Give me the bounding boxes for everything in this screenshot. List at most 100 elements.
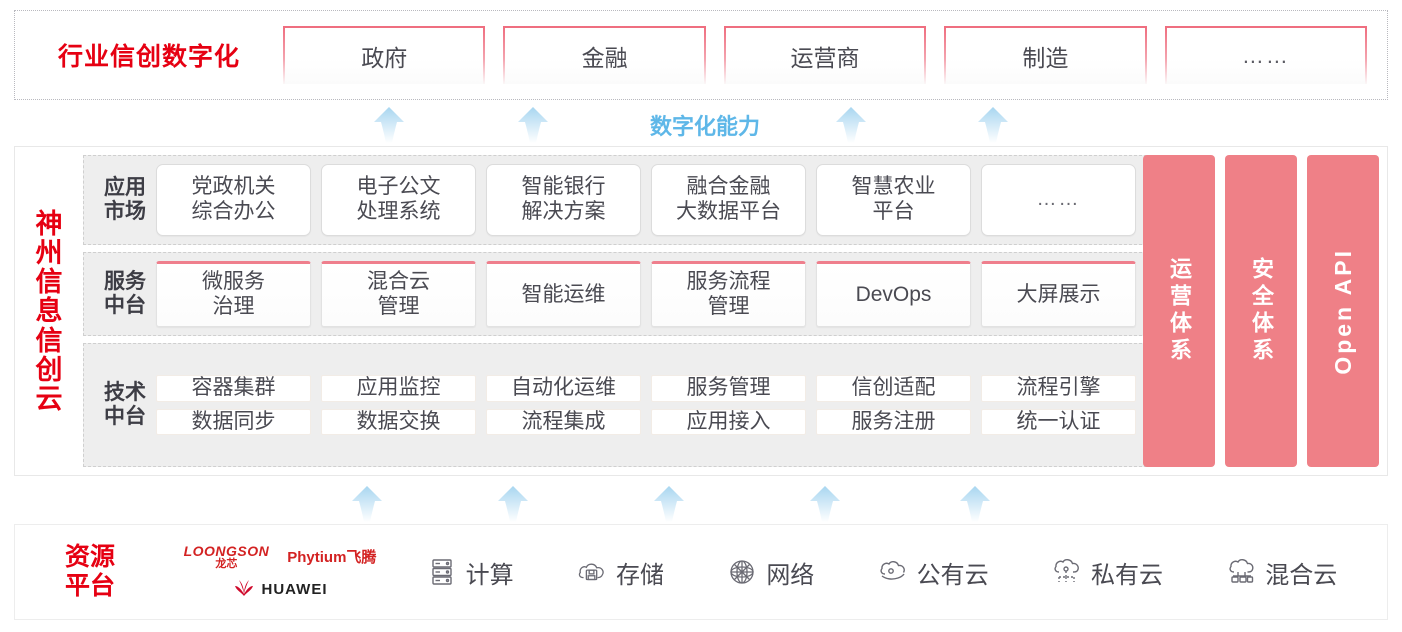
pillar-security-system[interactable]: 安全体系 <box>1225 155 1297 467</box>
layer-service-platform: 服务 中台 微服务 治理 混合云 管理 智能运维 服务流程 管理 DevOps … <box>83 252 1379 336</box>
industry-card-finance[interactable]: 金融 <box>503 26 706 84</box>
up-arrow-icon <box>830 107 872 143</box>
up-arrow-icon <box>972 107 1014 143</box>
service-platform-cells: 微服务 治理 混合云 管理 智能运维 服务流程 管理 DevOps 大屏展示 <box>156 261 1136 327</box>
svc-cell-smart-ops[interactable]: 智能运维 <box>486 261 641 327</box>
industry-card-list: 政府 金融 运营商 制造 …… <box>283 26 1387 84</box>
tech-cell-service-mgmt[interactable]: 服务管理 <box>651 374 806 402</box>
resource-item-public-cloud[interactable]: 公有云 <box>878 555 989 590</box>
loongson-logo: LOONGSON 龙芯 <box>184 544 270 570</box>
loongson-cn-wordmark: 龙芯 <box>215 557 238 570</box>
tech-column: 自动化运维 流程集成 <box>486 374 641 436</box>
layer-tech-platform-panel: 技术 中台 容器集群 数据同步 应用监控 数据交换 自动化运维 流程集成 <box>83 343 1147 467</box>
app-cell-smart-bank[interactable]: 智能银行 解决方案 <box>486 164 641 236</box>
app-cell-finance-bigdata[interactable]: 融合金融 大数据平台 <box>651 164 806 236</box>
industry-card-government[interactable]: 政府 <box>283 26 486 84</box>
resource-item-label: 网络 <box>766 561 815 589</box>
up-arrow-icon <box>648 486 690 522</box>
tech-cell-xinchuang-adaptation[interactable]: 信创适配 <box>816 374 971 402</box>
private-cloud-icon <box>1052 557 1082 587</box>
tech-cell-process-engine[interactable]: 流程引擎 <box>981 374 1136 402</box>
resource-platform-band: 资源 平台 LOONGSON 龙芯 Phytium飞腾 HUAWEI <box>14 524 1388 620</box>
up-arrow-icon <box>492 486 534 522</box>
loongson-wordmark: LOONGSON <box>183 542 270 559</box>
huawei-wordmark: HUAWEI <box>261 581 328 598</box>
tech-cell-app-access[interactable]: 应用接入 <box>651 408 806 436</box>
industry-card-manufacturing[interactable]: 制造 <box>944 26 1147 84</box>
vendor-logo-row: LOONGSON 龙芯 Phytium飞腾 <box>184 544 377 570</box>
layer-label-line: 应用 <box>104 176 146 200</box>
tech-cell-app-monitoring[interactable]: 应用监控 <box>321 374 476 402</box>
layer-label-app-market: 应用 市场 <box>94 176 156 223</box>
resource-item-network[interactable]: 网络 <box>727 555 814 590</box>
vendor-logo-group: LOONGSON 龙芯 Phytium飞腾 HUAWEI <box>165 544 395 601</box>
svc-cell-devops[interactable]: DevOps <box>816 261 971 327</box>
capability-arrow-strip-top: 数字化能力 <box>14 103 1388 143</box>
cloud-title-char: 信 <box>35 267 63 298</box>
layer-tech-platform: 技术 中台 容器集群 数据同步 应用监控 数据交换 自动化运维 流程集成 <box>83 343 1379 467</box>
cloud-title-char: 信 <box>35 325 63 356</box>
tech-cell-process-integration[interactable]: 流程集成 <box>486 408 641 436</box>
tech-column: 服务管理 应用接入 <box>651 374 806 436</box>
resource-item-label: 公有云 <box>916 561 989 589</box>
up-arrow-icon <box>804 486 846 522</box>
up-arrow-icon <box>954 486 996 522</box>
svc-cell-service-process-mgmt[interactable]: 服务流程 管理 <box>651 261 806 327</box>
tech-cell-data-exchange[interactable]: 数据交换 <box>321 408 476 436</box>
app-cell-more[interactable]: …… <box>981 164 1136 236</box>
layer-app-market-panel: 应用 市场 党政机关 综合办公 电子公文 处理系统 智能银行 解决方案 融合金融… <box>83 155 1147 245</box>
public-cloud-icon <box>878 557 908 587</box>
svc-cell-dashboard[interactable]: 大屏展示 <box>981 261 1136 327</box>
up-arrow-icon <box>346 486 388 522</box>
up-arrow-icon <box>368 107 410 143</box>
huawei-flower-icon <box>233 579 255 601</box>
svc-cell-hybrid-cloud-mgmt[interactable]: 混合云 管理 <box>321 261 476 327</box>
pillar-label: 运营体系 <box>1167 257 1192 365</box>
resource-title-line: 资源 <box>64 543 115 572</box>
pillar-open-api[interactable]: Open API <box>1307 155 1379 467</box>
storage-cloud-icon <box>577 557 607 587</box>
tech-platform-cells: 容器集群 数据同步 应用监控 数据交换 自动化运维 流程集成 服务管理 应用接入 <box>156 374 1136 436</box>
resource-item-hybrid-cloud[interactable]: 混合云 <box>1226 555 1337 590</box>
resource-item-label: 存储 <box>615 561 664 589</box>
layer-label-line: 中台 <box>104 405 146 428</box>
layer-label-service-platform: 服务 中台 <box>94 270 156 317</box>
resource-item-private-cloud[interactable]: 私有云 <box>1052 555 1163 590</box>
industry-band-title: 行业信创数字化 <box>57 43 240 71</box>
app-cell-smart-agriculture[interactable]: 智慧农业 平台 <box>816 164 971 236</box>
layer-label-tech-platform: 技术 中台 <box>94 381 156 428</box>
layer-label-line: 中台 <box>104 294 146 317</box>
network-icon <box>727 557 757 587</box>
app-cell-edoc-system[interactable]: 电子公文 处理系统 <box>321 164 476 236</box>
capability-label: 数字化能力 <box>650 114 761 139</box>
cloud-panel: 神 州 信 息 信 创 云 应用 市场 党政机关 综合办公 电子公文 处理系统 … <box>14 146 1388 476</box>
resource-item-storage[interactable]: 存储 <box>577 555 664 590</box>
hybrid-cloud-icon <box>1226 557 1256 587</box>
app-market-cells: 党政机关 综合办公 电子公文 处理系统 智能银行 解决方案 融合金融 大数据平台… <box>156 164 1136 236</box>
cloud-pillars: 运营体系 安全体系 Open API <box>1143 155 1379 467</box>
cloud-title-char: 州 <box>35 238 63 269</box>
tech-column: 信创适配 服务注册 <box>816 374 971 436</box>
svc-cell-microservice-governance[interactable]: 微服务 治理 <box>156 261 311 327</box>
up-arrow-icon <box>512 107 554 143</box>
tech-column: 流程引擎 统一认证 <box>981 374 1136 436</box>
industry-card-operator[interactable]: 运营商 <box>723 26 927 84</box>
industry-card-more[interactable]: …… <box>1164 26 1368 84</box>
cloud-title-char: 息 <box>35 296 63 327</box>
resource-platform-title: 资源 平台 <box>15 543 165 601</box>
resource-item-label: 计算 <box>465 561 514 589</box>
tech-cell-container-cluster[interactable]: 容器集群 <box>156 374 311 402</box>
tech-cell-data-sync[interactable]: 数据同步 <box>156 408 311 436</box>
tech-cell-automated-ops[interactable]: 自动化运维 <box>486 374 641 402</box>
pillar-label: 安全体系 <box>1249 257 1274 365</box>
tech-cell-service-registry[interactable]: 服务注册 <box>816 408 971 436</box>
layer-label-line: 技术 <box>104 381 146 405</box>
tech-cell-unified-auth[interactable]: 统一认证 <box>981 408 1136 436</box>
cloud-title-char: 云 <box>35 383 63 414</box>
resource-item-compute[interactable]: 计算 <box>427 555 514 590</box>
cloud-panel-title: 神 州 信 息 信 创 云 <box>15 147 83 475</box>
tech-column: 应用监控 数据交换 <box>321 374 476 436</box>
resource-item-list: 计算 存储 网络 <box>395 555 1387 590</box>
pillar-operations-system[interactable]: 运营体系 <box>1143 155 1215 467</box>
app-cell-gov-office[interactable]: 党政机关 综合办公 <box>156 164 311 236</box>
